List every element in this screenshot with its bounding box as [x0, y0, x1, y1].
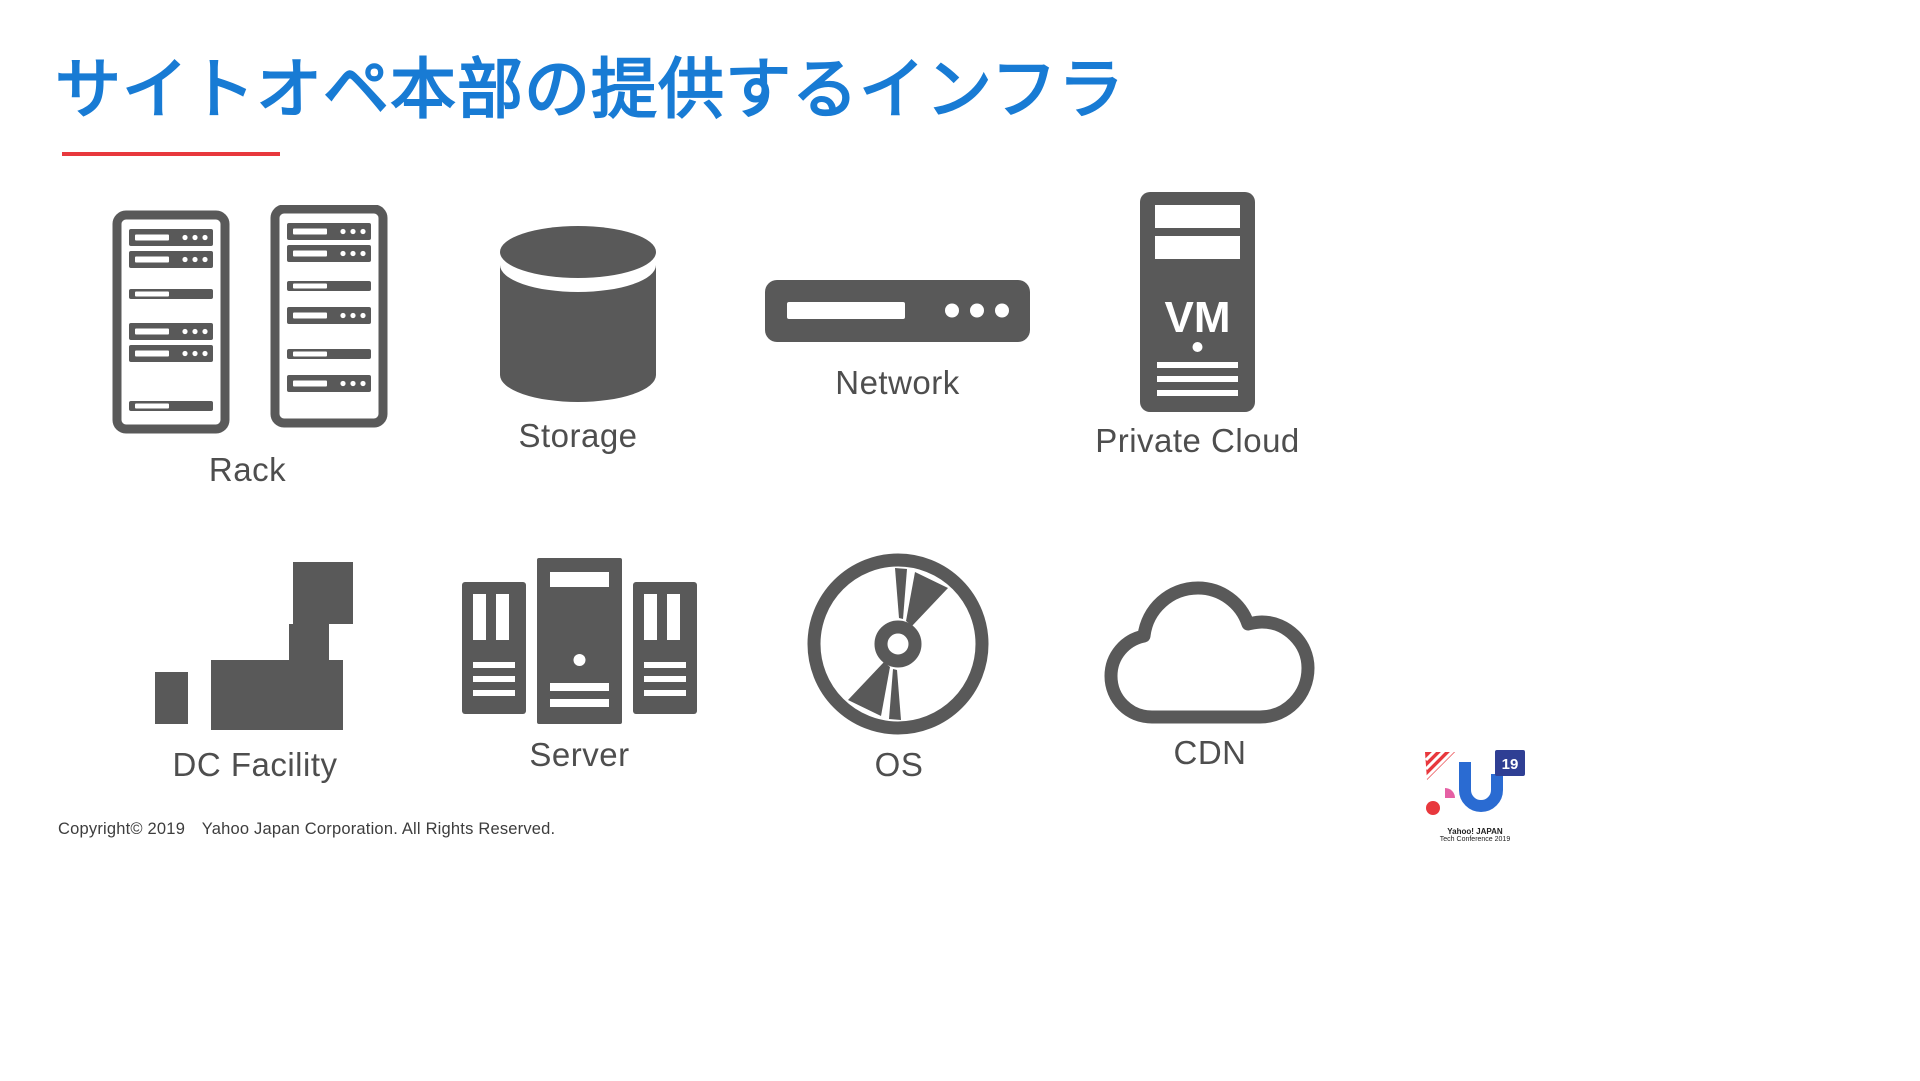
- infra-item-storage: Storage: [478, 225, 678, 455]
- infra-item-label: Rack: [208, 451, 287, 488]
- infra-item-label: OS: [874, 746, 924, 783]
- vm-text: VM: [1165, 293, 1231, 342]
- private-cloud-vm-icon: VM: [1140, 192, 1255, 412]
- infra-item-os: OS: [806, 548, 992, 784]
- cdn-cloud-icon: [1104, 581, 1315, 724]
- dc-facility-icon: [155, 562, 353, 730]
- infra-item-label: Server: [529, 736, 630, 773]
- infra-item-label: Private Cloud: [1095, 422, 1300, 459]
- page-title: サイトオペ本部の提供するインフラ: [55, 52, 1126, 126]
- infra-item-label: Storage: [518, 417, 638, 454]
- os-disc-icon: [807, 553, 989, 735]
- copyright-text: Copyright© 2019 Yahoo Japan Corporation.…: [58, 820, 556, 838]
- infra-item-label: Network: [835, 364, 960, 401]
- title-underline: [62, 152, 280, 156]
- logo-line1: Yahoo! JAPAN: [1447, 827, 1503, 836]
- storage-cylinder-icon: [500, 226, 656, 402]
- logo-line2: Tech Conference 2019: [1439, 836, 1511, 843]
- infra-item-label: DC Facility: [172, 746, 338, 783]
- logo-badge-text: 19: [1502, 756, 1519, 773]
- server-tower-icon: [462, 552, 697, 730]
- infra-item-network: Network: [765, 280, 1030, 402]
- network-switch-icon: [765, 280, 1030, 342]
- infra-item-private-cloud: VM Private Cloud: [1085, 192, 1310, 460]
- infra-item-cdn: CDN: [1095, 560, 1325, 772]
- server-rack-icon: [112, 205, 387, 434]
- tech-conference-logo-mark: 19: [1424, 749, 1525, 815]
- tech-conference-logo: 19 Yahoo! JAPAN Tech Conference 2019: [1424, 749, 1525, 843]
- infra-item-label: CDN: [1173, 734, 1247, 771]
- infra-item-rack: Rack: [90, 205, 405, 489]
- infra-item-server: Server: [462, 552, 697, 774]
- infra-item-dc-facility: DC Facility: [135, 562, 375, 784]
